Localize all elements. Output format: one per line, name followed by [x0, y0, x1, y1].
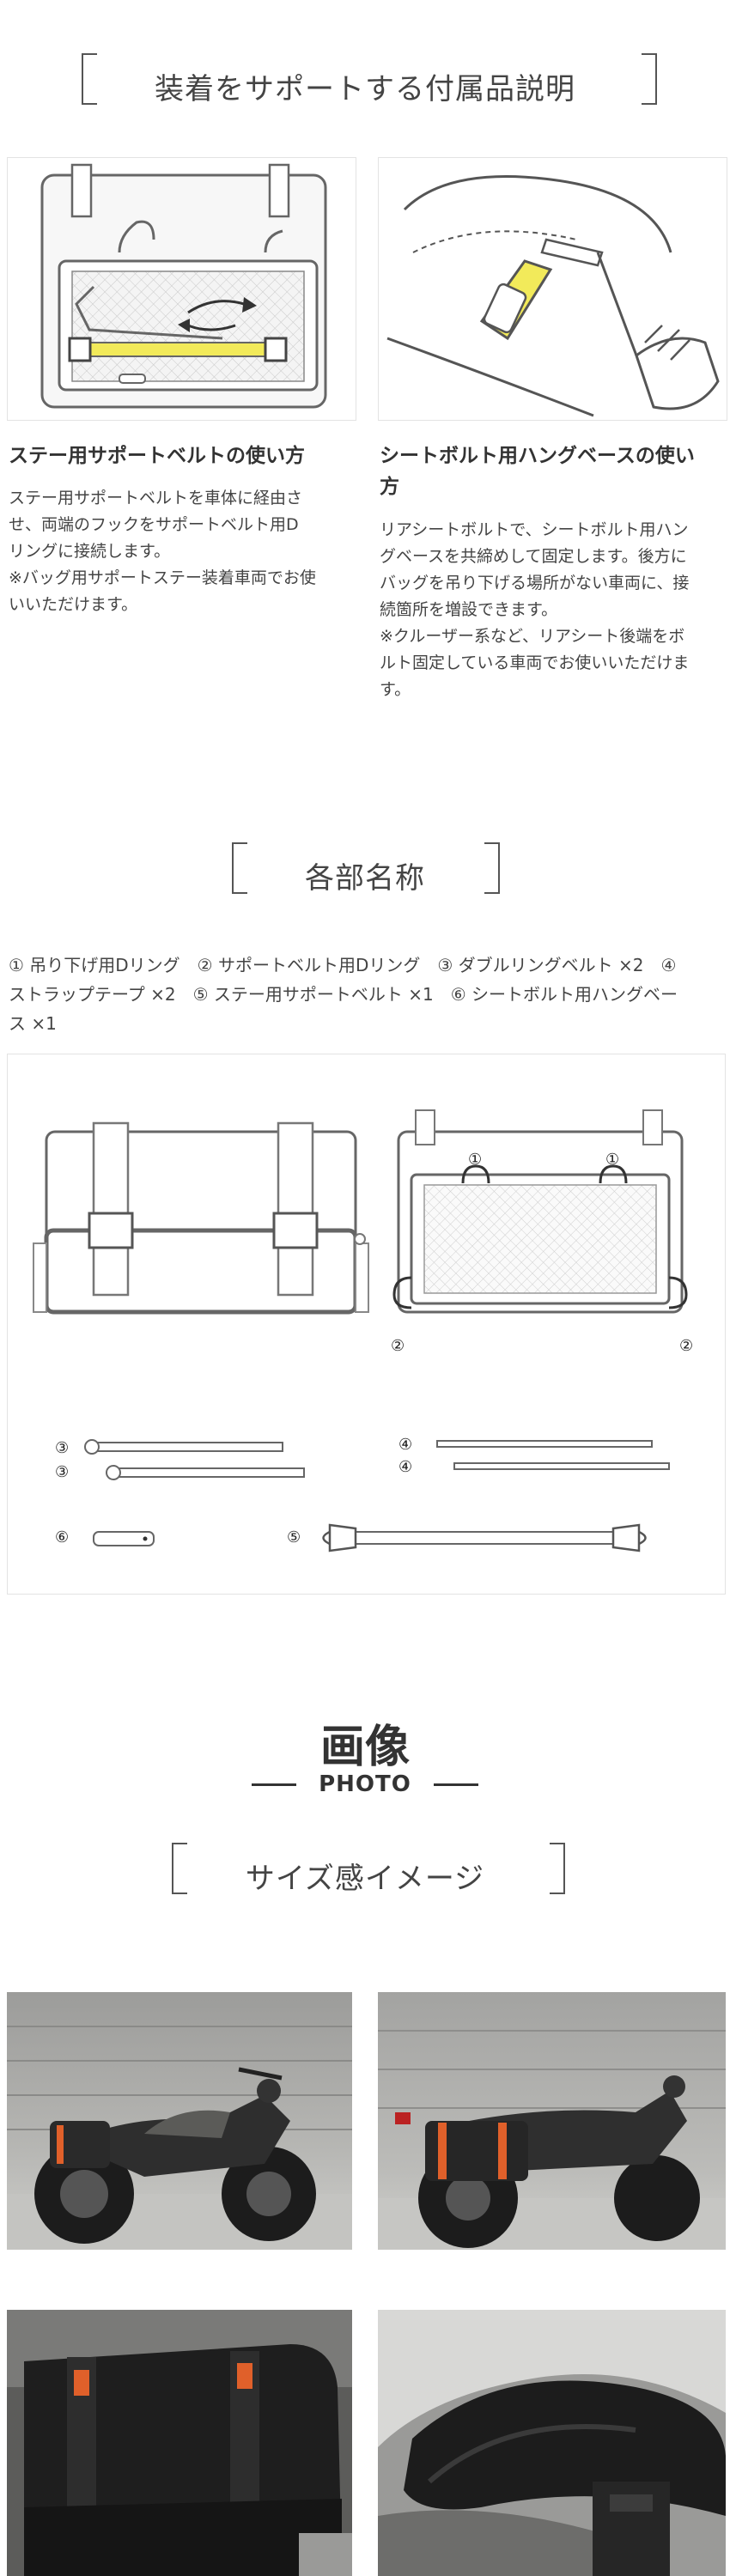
parts-list: ① 吊り下げ用Dリング ② サポートベルト用Dリング ③ ダブルリングベルト ×… — [9, 955, 678, 1034]
heading-seat-bolt-hang-base: シートボルト用ハングベースの使い 方 — [380, 445, 695, 498]
section-title-text: 装着をサポートする付属品説明 — [155, 72, 575, 106]
bag-back-view — [392, 1109, 688, 1314]
text-stay-support-belt: ステー用サポートベルトを車体に経由さ せ、両端のフックをサポートベルト用D リン… — [9, 489, 316, 614]
text-seat-bolt-hang-base: リアシートボルトで、シートボルト用ハン グベースを共締めして固定します。後方に … — [380, 520, 690, 699]
stay-support-belt-part — [322, 1523, 647, 1552]
seat-bolt-diagram — [386, 175, 720, 417]
heading-stay-support-belt: ステー用サポートベルトの使い方 — [9, 445, 305, 467]
illustration-seat-bolt-hang-base — [378, 157, 727, 421]
parts-diagram-svg: ① ① ② ② ③ ③ ④ ④ ⑥ ⑤ — [33, 1109, 693, 1552]
photo-motorcycle-rear — [378, 1992, 726, 2250]
hang-base-part — [93, 1531, 155, 1546]
section-title-accessories: 装着をサポートする付属品説明 — [0, 53, 730, 107]
label-6: ⑥ — [55, 1528, 69, 1546]
section-title-size-image: サイズ感イメージ — [0, 1843, 730, 1897]
illustration-stay-support-belt — [7, 157, 356, 421]
label-3a: ③ — [55, 1439, 69, 1457]
label-1b: ① — [605, 1151, 619, 1169]
strap-tapes — [436, 1440, 670, 1470]
label-3b: ③ — [55, 1463, 69, 1481]
photo-heading-jp: 画像 — [319, 1722, 410, 1773]
section-title-parts: 各部名称 — [0, 842, 730, 896]
label-4b: ④ — [398, 1458, 412, 1476]
bag-back-diagram — [40, 163, 327, 409]
label-2b: ② — [679, 1337, 693, 1355]
double-ring-belts — [84, 1439, 305, 1480]
label-2a: ② — [391, 1337, 405, 1355]
photo-seat-closeup — [378, 2310, 726, 2576]
photo-motorcycle-side — [7, 1992, 352, 2250]
parts-diagram: ① ① ② ② ③ ③ ④ ④ ⑥ ⑤ — [7, 1054, 726, 1595]
photo-heading-en: PHOTO — [0, 1771, 730, 1797]
bag-front-view — [33, 1121, 369, 1315]
section-title-text: 各部名称 — [305, 861, 425, 896]
photo-bag-closeup — [7, 2310, 352, 2576]
label-5: ⑤ — [287, 1528, 301, 1546]
label-4a: ④ — [398, 1436, 412, 1454]
label-1a: ① — [468, 1151, 482, 1169]
section-title-text: サイズ感イメージ — [245, 1862, 485, 1896]
